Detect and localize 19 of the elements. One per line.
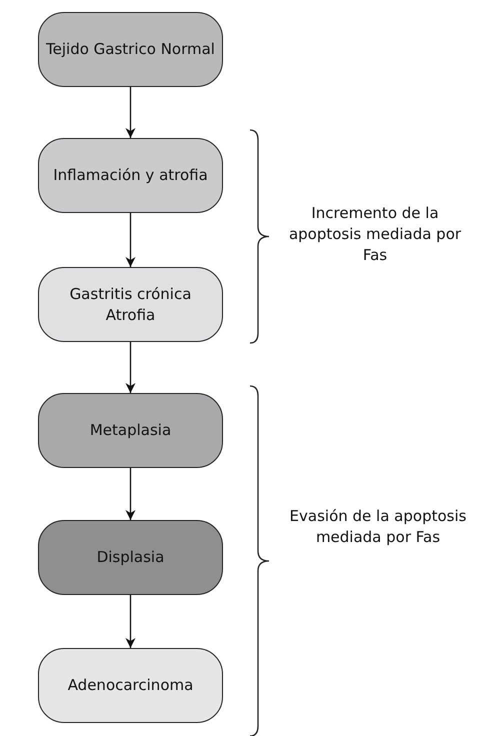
arrow bbox=[126, 468, 136, 520]
annotation-text: Incremento de la apoptosis mediada por Fas bbox=[288, 203, 462, 266]
arrow bbox=[126, 342, 136, 393]
node-text: Inflamación y atrofia bbox=[52, 165, 209, 186]
process-box bbox=[38, 648, 223, 723]
process-box bbox=[38, 520, 223, 595]
node-text: Gastritis crónica Atrofia bbox=[68, 284, 192, 326]
annotation-text: Evasión de la apoptosis mediada por Fas bbox=[288, 506, 468, 548]
process-box bbox=[38, 12, 223, 87]
arrow bbox=[126, 213, 136, 267]
process-box bbox=[38, 267, 223, 342]
node-text: Tejido Gastrico Normal bbox=[45, 39, 216, 60]
node-text: Displasia bbox=[96, 547, 166, 568]
arrow bbox=[126, 87, 136, 138]
process-box bbox=[38, 138, 223, 213]
node-text: Metaplasia bbox=[88, 420, 172, 441]
node-text: Adenocarcinoma bbox=[66, 675, 194, 696]
arrow bbox=[126, 595, 136, 648]
process-box bbox=[38, 393, 223, 468]
